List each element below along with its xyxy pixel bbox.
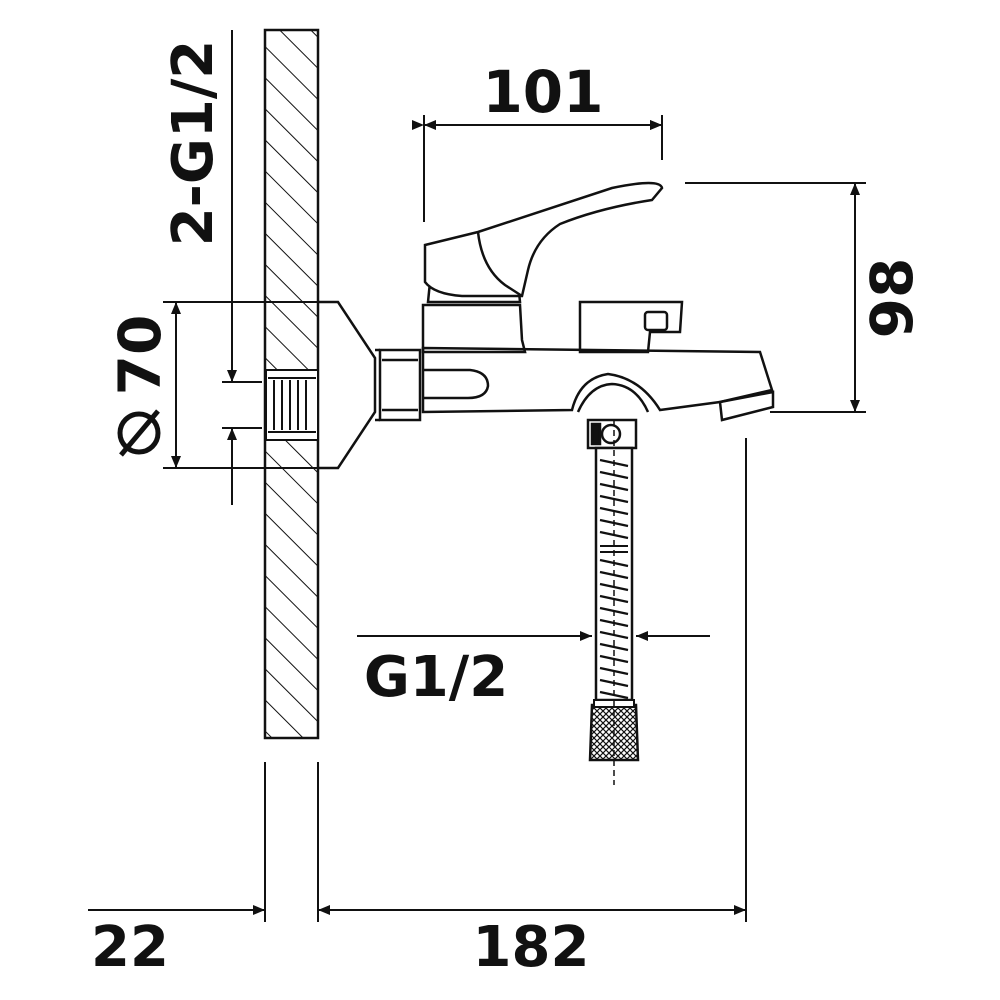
projection-label: 182 <box>473 915 590 980</box>
height-label: 98 <box>858 258 926 339</box>
spout-width-label: 101 <box>482 58 603 126</box>
escutcheon-flange <box>318 300 422 470</box>
diameter-label: 70 <box>106 315 174 396</box>
wall-section <box>263 28 320 740</box>
wall-gap-label: 22 <box>91 915 169 980</box>
outlet-thread-label: G1/2 <box>364 645 508 710</box>
dimension-spout-width <box>412 115 663 222</box>
diameter-symbol <box>117 409 161 457</box>
hose-assembly <box>586 418 640 785</box>
dimension-diameter <box>163 301 318 469</box>
lever-handle <box>423 181 664 298</box>
dimension-wall-and-projection <box>88 438 747 922</box>
dimension-inlet-thread <box>222 30 262 505</box>
wall-extension-lines <box>264 762 319 922</box>
mixer-body <box>421 281 775 422</box>
inlet-thread-label: 2-G1/2 <box>161 40 226 247</box>
dimension-height <box>685 182 866 413</box>
